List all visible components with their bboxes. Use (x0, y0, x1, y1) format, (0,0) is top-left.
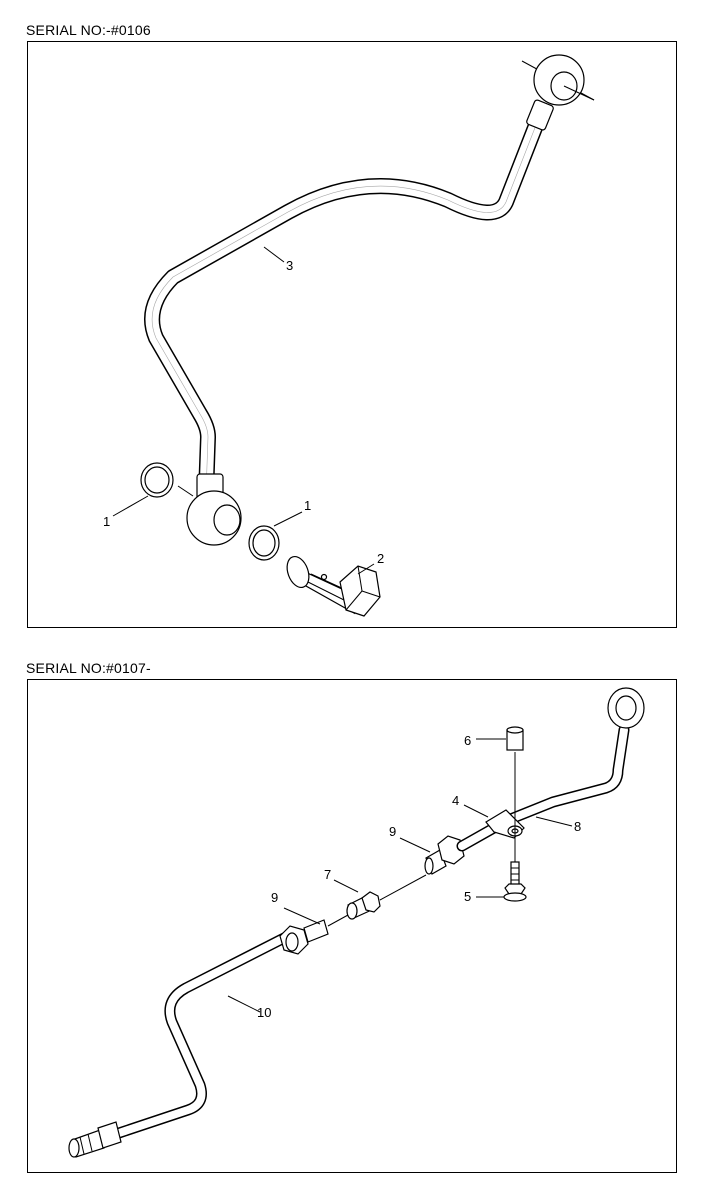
pipe-10-nut (279, 919, 329, 955)
bolt-5 (503, 861, 527, 902)
callout-4: 4 (452, 793, 459, 808)
oil-pipe-diagram-old: 1 1 2 3 (103, 54, 595, 617)
washer-left (140, 462, 194, 498)
pipe-8-eye-terminal (607, 687, 645, 729)
pipe-10-end-fitting (68, 1121, 122, 1158)
oil-pipe-diagram-new: 4 5 6 7 8 9 9 10 (68, 687, 645, 1158)
callout-2: 2 (377, 551, 384, 566)
banjo-eye-top (521, 54, 595, 106)
callout-6: 6 (464, 733, 471, 748)
spacer-6 (506, 726, 524, 751)
pipe-sleeve-top (526, 99, 554, 131)
callout-5: 5 (464, 889, 471, 904)
callout-9-upper: 9 (389, 824, 396, 839)
pipe-10-outline (110, 929, 296, 1140)
diagram-panel-bottom: 4 5 6 7 8 9 9 10 (27, 679, 677, 1173)
serial-label-top: SERIAL NO:-#0106 (26, 22, 151, 38)
callout-3: 3 (286, 258, 293, 273)
callout-1-right: 1 (304, 498, 311, 513)
connector-7 (346, 891, 381, 920)
serial-label-bottom: SERIAL NO:#0107- (26, 660, 151, 676)
callout-9-lower: 9 (271, 890, 278, 905)
fitting-9-upper (424, 835, 465, 875)
banjo-bolt (286, 555, 381, 617)
callout-1-left: 1 (103, 514, 110, 529)
diagram-panel-top: 1 1 2 3 (27, 41, 677, 628)
washer-right (248, 525, 280, 561)
callout-10: 10 (257, 1005, 271, 1020)
callout-7: 7 (324, 867, 331, 882)
banjo-eye-bottom (186, 490, 242, 546)
callout-8: 8 (574, 819, 581, 834)
